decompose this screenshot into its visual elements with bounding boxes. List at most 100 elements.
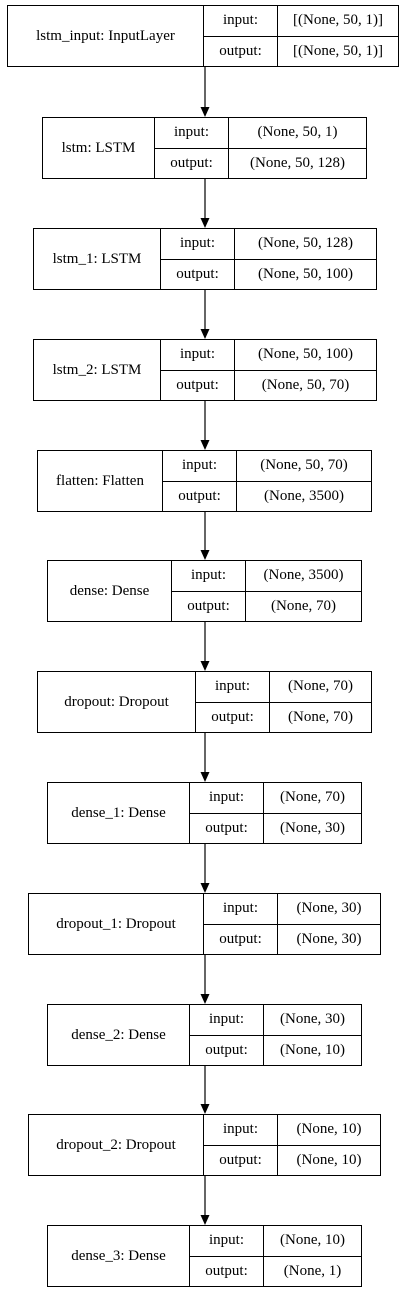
output-label: output: xyxy=(190,1256,264,1286)
arrowhead-icon xyxy=(200,1104,210,1114)
input-shape: (None, 50, 100) xyxy=(258,346,353,363)
arrowhead-icon xyxy=(200,550,210,560)
layer-name: flatten: Flatten xyxy=(38,451,163,511)
input-shape: (None, 50, 1) xyxy=(257,124,338,141)
input-label: input: xyxy=(163,451,237,481)
arrowhead-icon xyxy=(200,107,210,117)
input-row: input: (None, 30) xyxy=(204,894,380,924)
input-row: input: (None, 50, 1) xyxy=(155,118,366,148)
output-label: output: xyxy=(161,370,235,400)
input-shape: [(None, 50, 1)] xyxy=(293,12,383,29)
output-shape: (None, 30) xyxy=(280,819,345,836)
output-label: output: xyxy=(204,924,278,954)
output-shape: (None, 50, 70) xyxy=(261,376,350,393)
layer-name: dense_3: Dense xyxy=(48,1226,190,1286)
output-row: output:(None, 70) xyxy=(196,701,371,732)
output-shape: (None, 10) xyxy=(296,1151,362,1168)
input-row: input: (None, 3500) xyxy=(172,561,361,591)
layer-name: lstm_1: LSTM xyxy=(34,229,161,289)
output-row: output: (None, 10) xyxy=(190,1034,361,1065)
input-shape: (None, 50, 70) xyxy=(260,457,348,474)
input-row: input: (None, 30) xyxy=(190,1005,361,1035)
layer-name: dropout: Dropout xyxy=(38,672,196,732)
arrowhead-icon xyxy=(200,994,210,1004)
arrowhead-icon xyxy=(200,440,210,450)
output-label: output: xyxy=(172,591,246,621)
output-shape: (None, 1) xyxy=(283,1262,342,1279)
input-shape: (None, 10) xyxy=(280,1232,345,1249)
input-row: input: [(None, 50, 1)] xyxy=(204,6,398,36)
layer-name: lstm_input: InputLayer xyxy=(8,6,204,66)
arrowhead-icon xyxy=(200,772,210,782)
output-row: output: (None, 50, 100) xyxy=(161,258,376,289)
layer-name: dense_2: Dense xyxy=(48,1005,190,1065)
output-row: output: (None, 70) xyxy=(172,590,361,621)
output-shape: (None, 50, 100) xyxy=(258,265,353,282)
output-row: output: [(None, 50, 1)] xyxy=(204,35,398,66)
output-row: output: (None, 1) xyxy=(190,1255,361,1286)
input-row: input:(None, 50, 128) xyxy=(161,229,376,259)
input-row: input:(None, 10) xyxy=(190,1226,361,1256)
input-label: input: xyxy=(190,1005,264,1035)
input-label: input: xyxy=(204,1115,278,1145)
output-shape: (None, 30) xyxy=(296,930,362,947)
arrowhead-icon xyxy=(200,329,210,339)
input-row: input: (None, 50, 70) xyxy=(163,451,371,481)
input-label: input: xyxy=(204,6,278,36)
arrowhead-icon xyxy=(200,883,210,893)
output-row: output: (None, 50, 70) xyxy=(161,369,376,400)
output-label: output: xyxy=(204,1145,278,1175)
input-row: input: (None, 50, 100) xyxy=(161,340,376,370)
input-shape: (None, 30) xyxy=(296,900,362,917)
input-shape: (None, 70) xyxy=(280,789,345,806)
input-shape: (None, 70) xyxy=(288,678,353,695)
output-row: output: (None, 50, 128) xyxy=(155,147,366,178)
layer-name: dropout_1: Dropout xyxy=(29,894,204,954)
layer-name: dense_1: Dense xyxy=(48,783,190,843)
output-row: output: (None, 30) xyxy=(204,923,380,954)
input-label: input: xyxy=(161,340,235,370)
output-shape: (None, 3500) xyxy=(264,487,344,504)
output-label: output: xyxy=(161,259,235,289)
input-label: input: xyxy=(204,894,278,924)
input-shape: (None, 3500) xyxy=(263,567,344,584)
output-shape: (None, 50, 128) xyxy=(250,154,345,171)
layer-name: dropout_2: Dropout xyxy=(29,1115,204,1175)
input-label: input: xyxy=(155,118,229,148)
output-label: output: xyxy=(190,1035,264,1065)
output-label: output: xyxy=(155,148,229,178)
arrowhead-icon xyxy=(200,1215,210,1225)
input-row: input: (None, 10) xyxy=(204,1115,380,1145)
input-shape: (None, 10) xyxy=(296,1121,362,1138)
arrowhead-icon xyxy=(200,661,210,671)
input-row: input: (None, 70) xyxy=(190,783,361,813)
layer-name: dense: Dense xyxy=(48,561,172,621)
layer-name: lstm: LSTM xyxy=(43,118,155,178)
output-shape: (None, 10) xyxy=(280,1041,345,1058)
output-shape: [(None, 50, 1)] xyxy=(293,42,383,59)
output-label: output: xyxy=(204,36,278,66)
output-shape: (None, 70) xyxy=(271,597,336,614)
input-shape: (None, 30) xyxy=(280,1011,345,1028)
output-row: output: (None, 10) xyxy=(204,1144,380,1175)
output-label: output: xyxy=(196,702,270,732)
input-label: input: xyxy=(172,561,246,591)
output-label: output: xyxy=(163,481,237,511)
output-row: output: (None, 3500) xyxy=(163,480,371,511)
input-label: input: xyxy=(190,783,264,813)
input-label: input: xyxy=(196,672,270,702)
arrowhead-icon xyxy=(200,218,210,228)
layer-name: lstm_2: LSTM xyxy=(34,340,161,400)
